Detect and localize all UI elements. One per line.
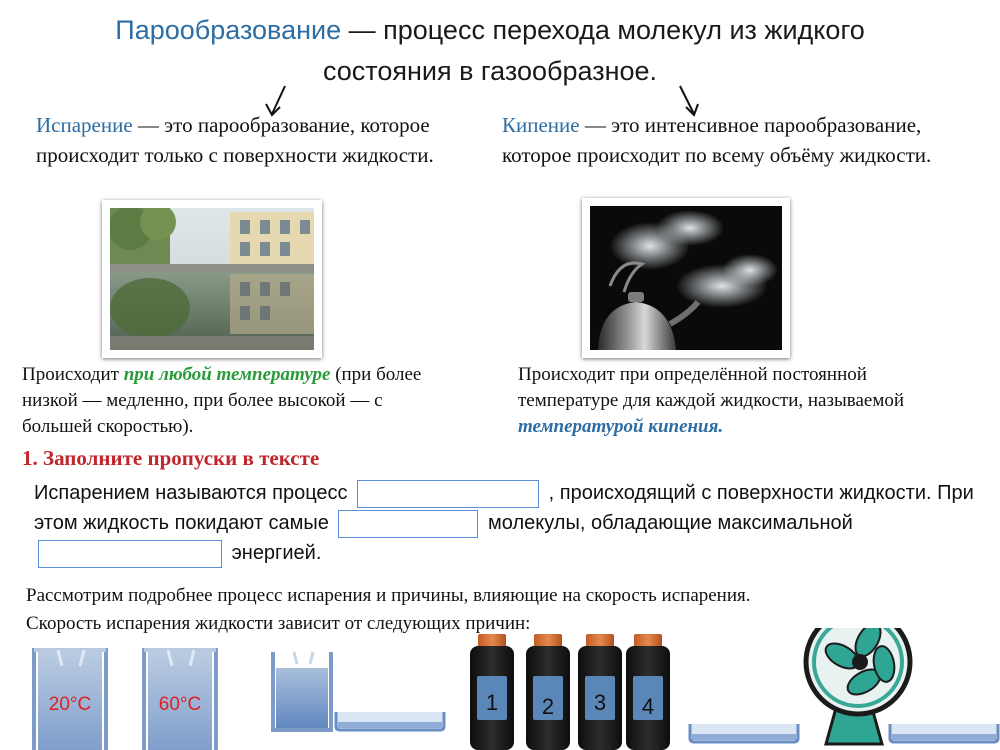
title-rest: — процесс перехода молекул из жидкого со… xyxy=(322,15,865,86)
evaporation-term: Испарение xyxy=(36,113,133,137)
fill-text-part4: энергией. xyxy=(231,542,322,564)
blank-3-input[interactable] xyxy=(38,539,222,568)
boiling-term: Кипение xyxy=(502,113,580,137)
slide-title: Парообразование — процесс перехода молек… xyxy=(60,10,920,92)
evaporation-note-highlight: при любой температуре xyxy=(123,364,331,385)
arrow-right xyxy=(679,85,695,115)
fill-in-text: Испарением называются процесс , происход… xyxy=(34,478,974,568)
beaker-1-label: 20°C xyxy=(48,694,92,715)
bottle-3 xyxy=(578,634,622,750)
causes-line-1: Рассмотрим подробнее процесс испарения и… xyxy=(26,585,751,606)
task-title: 1. Заполните пропуски в тексте xyxy=(22,446,320,470)
evaporation-note-prefix: Происходит xyxy=(22,364,124,385)
bottle-4 xyxy=(626,634,670,750)
evaporation-note-rest: (при более низкой — медленно, при более … xyxy=(22,364,422,437)
fan-icon xyxy=(803,628,913,746)
fill-text-part3: молекулы, обладающие максимальной xyxy=(488,512,853,534)
title-term: Парообразование xyxy=(115,15,342,45)
bottle-1-label: 1 xyxy=(485,690,499,715)
beaker-2-label: 60°C xyxy=(158,694,202,715)
beaker-2 xyxy=(142,648,218,750)
fill-text-part2: , происходящий с поверхности жидкости. П… xyxy=(34,482,974,534)
arrow-left xyxy=(271,85,286,115)
evaporation-text: — это парообразование, которое происходи… xyxy=(36,113,434,167)
fill-text-part1: Испарением называются процесс xyxy=(34,482,348,504)
arrow-right-head xyxy=(685,103,699,117)
puddle-photo xyxy=(102,200,322,358)
title-arrows xyxy=(265,85,699,117)
causes-illustrations xyxy=(32,628,1000,750)
tray-3 xyxy=(888,724,1000,744)
bottle-2 xyxy=(526,634,570,750)
blank-2-input[interactable] xyxy=(338,509,479,538)
tray-2 xyxy=(688,724,800,744)
tray-1 xyxy=(334,712,446,732)
bottle-2-label: 2 xyxy=(541,694,555,719)
bottle-3-label: 3 xyxy=(593,690,607,715)
beaker-3 xyxy=(271,651,333,732)
causes-paragraph: Рассмотрим подробнее процесс испарения и… xyxy=(26,582,986,638)
boiling-definition: Кипение — это интенсивное парообразовани… xyxy=(502,110,962,170)
boiling-text: — это интенсивное парообразование, котор… xyxy=(502,113,932,167)
boiling-note-prefix: Происходит при определённой постоянной т… xyxy=(518,364,905,411)
bottle-4-label: 4 xyxy=(641,694,655,719)
boiling-note-highlight: температурой кипения. xyxy=(518,416,724,437)
beaker-1 xyxy=(32,648,108,750)
boiling-note: Происходит при определённой постоянной т… xyxy=(518,362,958,440)
evaporation-note: Происходит при любой температуре (при бо… xyxy=(22,362,442,440)
evaporation-definition: Испарение — это парообразование, которое… xyxy=(36,110,456,170)
bottle-1 xyxy=(470,634,514,750)
blank-1-input[interactable] xyxy=(357,479,540,508)
arrow-left-head xyxy=(265,103,281,117)
causes-line-2: Скорость испарения жидкости зависит от с… xyxy=(26,613,531,634)
kettle-photo xyxy=(582,198,790,358)
